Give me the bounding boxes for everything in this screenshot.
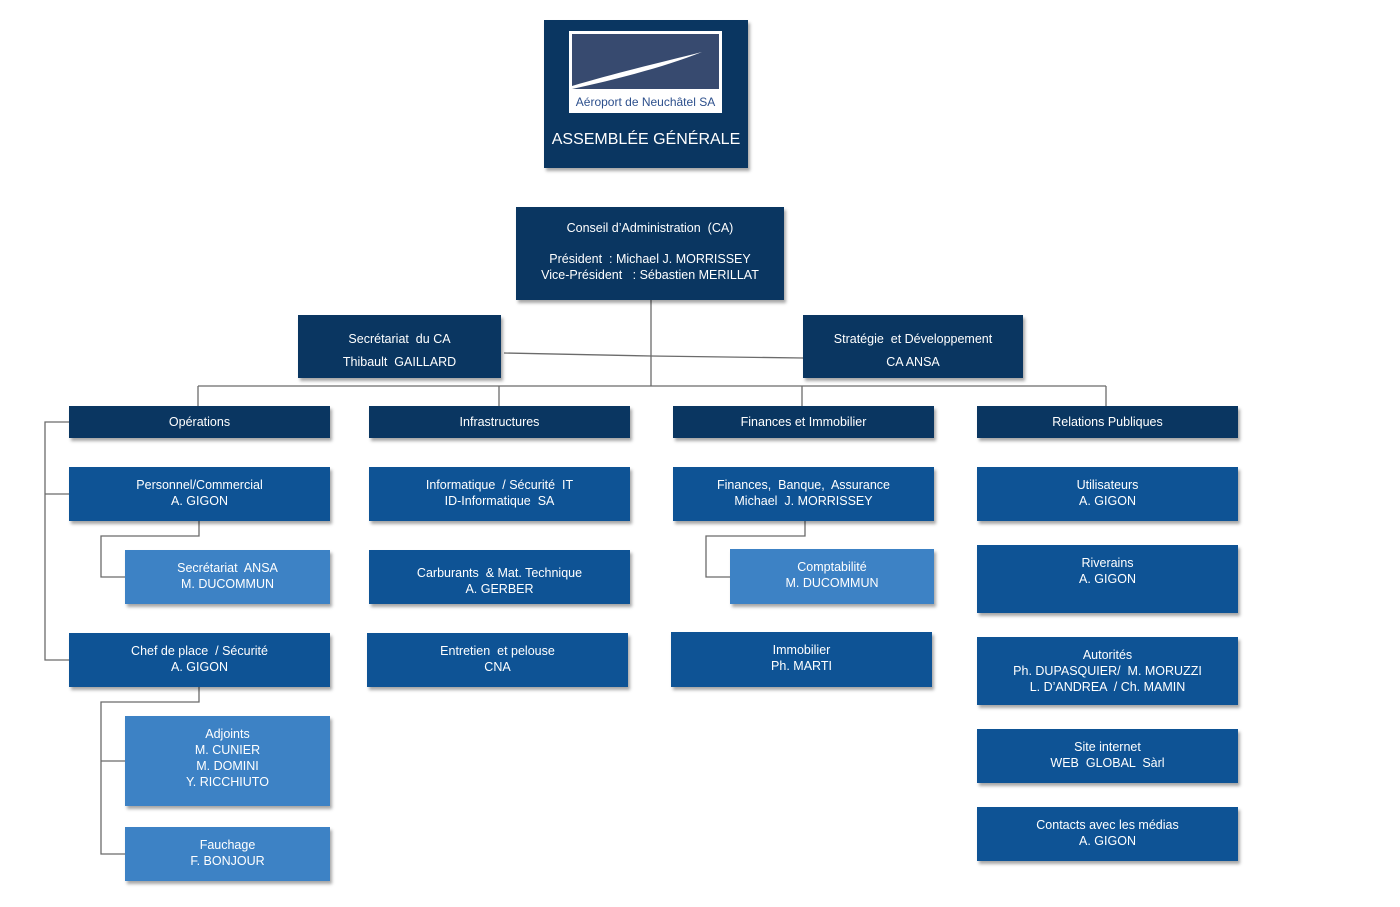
board-vice-president: Vice-Président : Sébastien MERILLAT <box>541 268 759 282</box>
unit-personnel-commercial[interactable]: Personnel/Commercial A. GIGON <box>69 467 330 521</box>
department-title: Opérations <box>168 415 231 429</box>
unit-title: Chef de place / Sécurité <box>131 644 268 658</box>
unit-person: L. D’ANDREA / Ch. MAMIN <box>1029 680 1186 694</box>
unit-title: Finances, Banque, Assurance <box>716 478 891 492</box>
unit-person: M. DOMINI <box>196 759 259 773</box>
unit-person: F. BONJOUR <box>190 854 265 868</box>
secretariat-ca-title: Secrétariat du CA <box>348 332 451 346</box>
swoosh-icon <box>572 52 702 89</box>
connector-finances-comptabilite <box>705 521 806 578</box>
unit-person: M. CUNIER <box>194 743 261 757</box>
unit-entretien-pelouse[interactable]: Entretien et pelouse CNA <box>367 633 628 687</box>
board-president: Président : Michael J. MORRISSEY <box>549 252 751 266</box>
unit-person: A. GERBER <box>465 582 534 596</box>
board-title: Conseil d’Administration (CA) <box>566 221 734 235</box>
secretariat-ca-box[interactable]: Secrétariat du CA Thibault GAILLARD <box>298 315 501 378</box>
department-relations-publiques[interactable]: Relations Publiques <box>977 406 1238 438</box>
unit-person: Ph. DUPASQUIER/ M. MORUZZI <box>1013 664 1202 678</box>
unit-title: Contacts avec les médias <box>1036 818 1179 832</box>
strategy-title: Stratégie et Développement <box>833 332 993 346</box>
unit-comptabilite[interactable]: Comptabilité M. DUCOMMUN <box>730 549 934 604</box>
connector-personnel-secretariat <box>100 521 200 578</box>
strategy-box[interactable]: Stratégie et Développement CA ANSA <box>803 315 1023 378</box>
unit-title: Immobilier <box>772 643 831 657</box>
strategy-name: CA ANSA <box>886 355 940 369</box>
board-box[interactable]: Conseil d’Administration (CA) Président … <box>516 207 784 300</box>
department-title: Finances et Immobilier <box>740 415 867 429</box>
unit-carburants[interactable]: Carburants & Mat. Technique A. GERBER <box>369 550 630 604</box>
unit-person: CNA <box>484 660 511 674</box>
unit-secretariat-ansa[interactable]: Secrétariat ANSA M. DUCOMMUN <box>125 550 330 604</box>
connector-ops-rail <box>44 421 69 661</box>
unit-person: A. GIGON <box>1079 834 1136 848</box>
unit-autorites[interactable]: Autorités Ph. DUPASQUIER/ M. MORUZZI L. … <box>977 637 1238 705</box>
logo-text: Aéroport de Neuchâtel SA <box>575 95 716 109</box>
assembly-box[interactable]: Aéroport de Neuchâtel SA ASSEMBLÉE GÉNÉR… <box>544 20 748 168</box>
unit-person: Ph. MARTI <box>771 659 832 673</box>
department-title: Relations Publiques <box>1052 415 1163 429</box>
unit-person: A. GIGON <box>171 660 228 674</box>
connector-chef-children <box>100 687 200 855</box>
unit-person: A. GIGON <box>1079 494 1136 508</box>
unit-immobilier[interactable]: Immobilier Ph. MARTI <box>671 632 932 687</box>
assembly-title: ASSEMBLÉE GÉNÉRALE <box>551 131 741 148</box>
unit-person: A. GIGON <box>171 494 228 508</box>
unit-title: Personnel/Commercial <box>136 478 263 492</box>
unit-title: Carburants & Mat. Technique <box>416 566 583 580</box>
unit-title: Autorités <box>1082 648 1133 662</box>
unit-person: M. DUCOMMUN <box>785 576 879 590</box>
connector-staff <box>503 352 804 359</box>
unit-title: Secrétariat ANSA <box>177 561 278 575</box>
airport-logo: Aéroport de Neuchâtel SA <box>569 31 722 113</box>
unit-fauchage[interactable]: Fauchage F. BONJOUR <box>125 827 330 881</box>
department-title: Infrastructures <box>459 415 540 429</box>
unit-informatique[interactable]: Informatique / Sécurité IT ID-Informatiq… <box>369 467 630 521</box>
unit-person: M. DUCOMMUN <box>180 577 275 591</box>
secretariat-ca-name: Thibault GAILLARD <box>342 355 457 369</box>
unit-title: Riverains <box>1081 556 1134 570</box>
unit-person: Michael J. MORRISSEY <box>734 494 873 508</box>
unit-adjoints[interactable]: Adjoints M. CUNIER M. DOMINI Y. RICCHIUT… <box>125 716 330 806</box>
unit-person: WEB GLOBAL Sàrl <box>1050 756 1165 770</box>
unit-site-internet[interactable]: Site internet WEB GLOBAL Sàrl <box>977 729 1238 783</box>
unit-person: A. GIGON <box>1079 572 1136 586</box>
unit-title: Entretien et pelouse <box>440 644 555 658</box>
unit-title: Fauchage <box>199 838 256 852</box>
unit-contacts-medias[interactable]: Contacts avec les médias A. GIGON <box>977 807 1238 861</box>
unit-riverains[interactable]: Riverains A. GIGON <box>977 545 1238 613</box>
unit-finances-banque[interactable]: Finances, Banque, Assurance Michael J. M… <box>673 467 934 521</box>
unit-title: Informatique / Sécurité IT <box>425 478 574 492</box>
unit-utilisateurs[interactable]: Utilisateurs A. GIGON <box>977 467 1238 521</box>
unit-title: Site internet <box>1074 740 1141 754</box>
unit-chef-de-place[interactable]: Chef de place / Sécurité A. GIGON <box>69 633 330 687</box>
department-infrastructures[interactable]: Infrastructures <box>369 406 630 438</box>
unit-person: ID-Informatique SA <box>444 494 555 508</box>
unit-title: Utilisateurs <box>1076 478 1139 492</box>
unit-title: Adjoints <box>205 727 250 741</box>
department-operations[interactable]: Opérations <box>69 406 330 438</box>
unit-person: Y. RICCHIUTO <box>186 775 269 789</box>
department-finances[interactable]: Finances et Immobilier <box>673 406 934 438</box>
unit-title: Comptabilité <box>797 560 867 574</box>
